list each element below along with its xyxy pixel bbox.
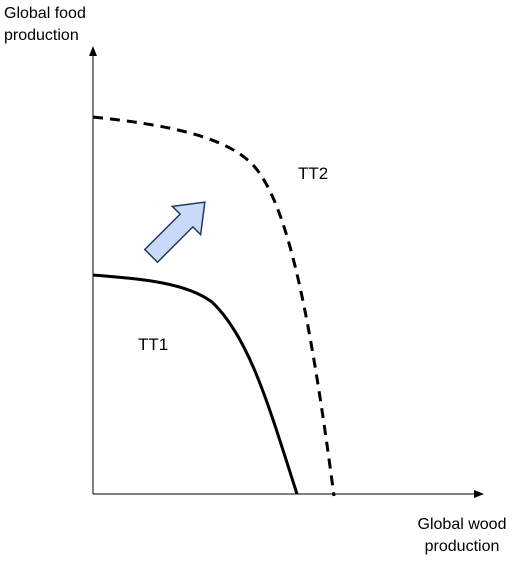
x-axis-label-line-2: production [424,538,500,555]
tt1-curve [92,273,299,495]
y-axis-label-line-1: Global food [4,5,86,22]
x-axis-label-line-1: Global wood [417,516,507,533]
shift-arrow-icon [143,201,206,264]
tt2-label: TT2 [298,164,329,183]
y-axis-label: Global food production [4,3,124,47]
tt1-label: TT1 [138,335,169,354]
x-axis-label: Global wood production [402,514,520,558]
tt2-curve [92,115,336,497]
y-axis-label-line-2: production [4,27,79,44]
